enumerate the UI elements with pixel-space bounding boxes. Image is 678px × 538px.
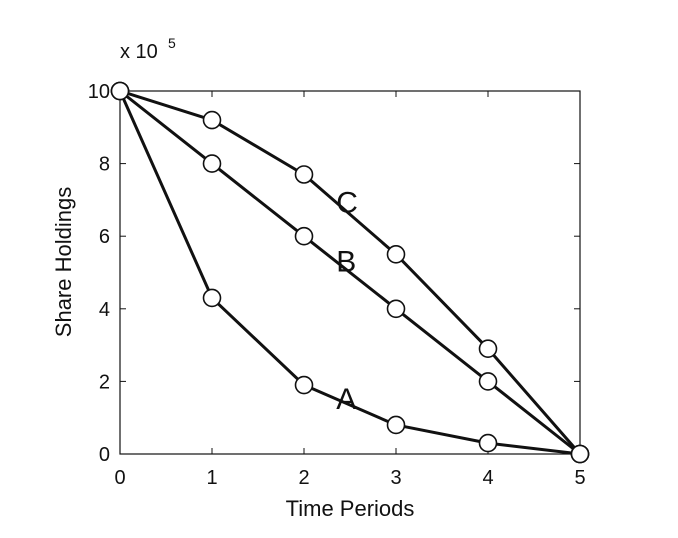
- series-labels-layer: A BC: [336, 186, 358, 416]
- x-tick-label: 2: [298, 467, 309, 489]
- x-tick-label: 3: [390, 467, 401, 489]
- data-point-a: [202, 288, 222, 308]
- series-label-b: B: [336, 246, 356, 279]
- series-line-a: [118, 90, 581, 456]
- x-tick-label: 1: [206, 467, 217, 489]
- data-point-b: [386, 299, 406, 319]
- x-tick-label: 0: [114, 467, 125, 489]
- data-point-c: [294, 165, 314, 184]
- data-point-a: [478, 433, 498, 453]
- y-tick-label: 6: [99, 226, 110, 248]
- y-multiplier-exponent: 5: [168, 35, 176, 51]
- data-point-b: [202, 154, 222, 173]
- y-tick-label: 4: [99, 299, 110, 321]
- y-axis-label: Share Holdings: [51, 187, 76, 337]
- lines-layer: [118, 89, 582, 456]
- data-point-c: [478, 339, 498, 359]
- markers-layer: [110, 81, 590, 464]
- y-multiplier: x 10: [120, 41, 158, 63]
- y-tick-label: 8: [99, 154, 110, 176]
- series-label-a: A: [336, 383, 356, 416]
- ticks-layer: 0 1 2 3 4 5 0 2 4 6 8 10: [88, 81, 586, 489]
- x-tick-label: 4: [482, 467, 493, 489]
- data-point-b: [294, 226, 314, 246]
- series-line-c: [119, 89, 582, 455]
- data-point-c: [386, 245, 406, 264]
- data-point-b: [478, 372, 498, 391]
- data-point-c: [202, 110, 222, 130]
- x-tick-label: 5: [574, 467, 585, 489]
- data-point-c: [110, 81, 130, 101]
- series-line-b: [119, 89, 581, 456]
- series-label-c: C: [336, 186, 358, 219]
- data-point-a: [386, 415, 406, 435]
- y-tick-label: 10: [88, 81, 110, 103]
- data-point-a: [294, 375, 314, 395]
- data-point-c: [570, 444, 590, 464]
- y-tick-label: 2: [99, 371, 110, 393]
- y-tick-label: 0: [99, 444, 110, 466]
- x-axis-label: Time Periods: [286, 496, 415, 521]
